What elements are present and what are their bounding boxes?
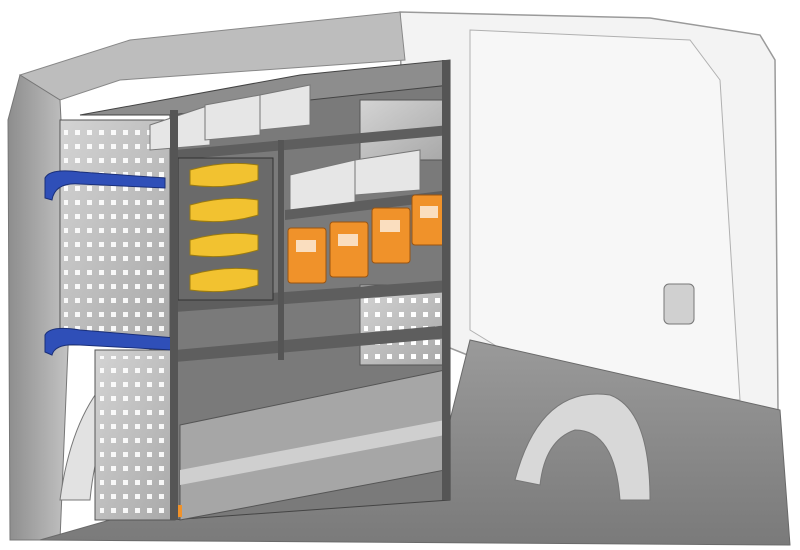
door-handle	[663, 283, 695, 325]
strap-upper	[44, 170, 166, 201]
bottom-rail	[180, 420, 445, 485]
wheel-arch-right	[514, 393, 651, 501]
bin-2	[329, 221, 369, 278]
side-panel-lower-holes	[100, 356, 170, 516]
drawer-4	[189, 267, 259, 293]
bin-4	[411, 194, 448, 246]
shelf-board-1	[175, 125, 450, 160]
van-door-outline	[469, 29, 741, 401]
drawer-2	[189, 197, 259, 223]
frame-posts	[170, 60, 450, 520]
bin-3	[371, 207, 411, 264]
drawer-1	[189, 162, 259, 188]
side-panel-upper-holes	[64, 126, 164, 341]
bin-1	[287, 227, 327, 284]
drawer-3	[189, 232, 259, 258]
shelf-board-3	[175, 280, 450, 312]
drawers	[189, 162, 259, 293]
strap-lower	[44, 327, 176, 356]
shelf-dividers	[149, 84, 421, 211]
rear-holes	[364, 290, 442, 362]
shelf-board-4	[175, 325, 450, 362]
shelf-board-2	[285, 190, 450, 220]
